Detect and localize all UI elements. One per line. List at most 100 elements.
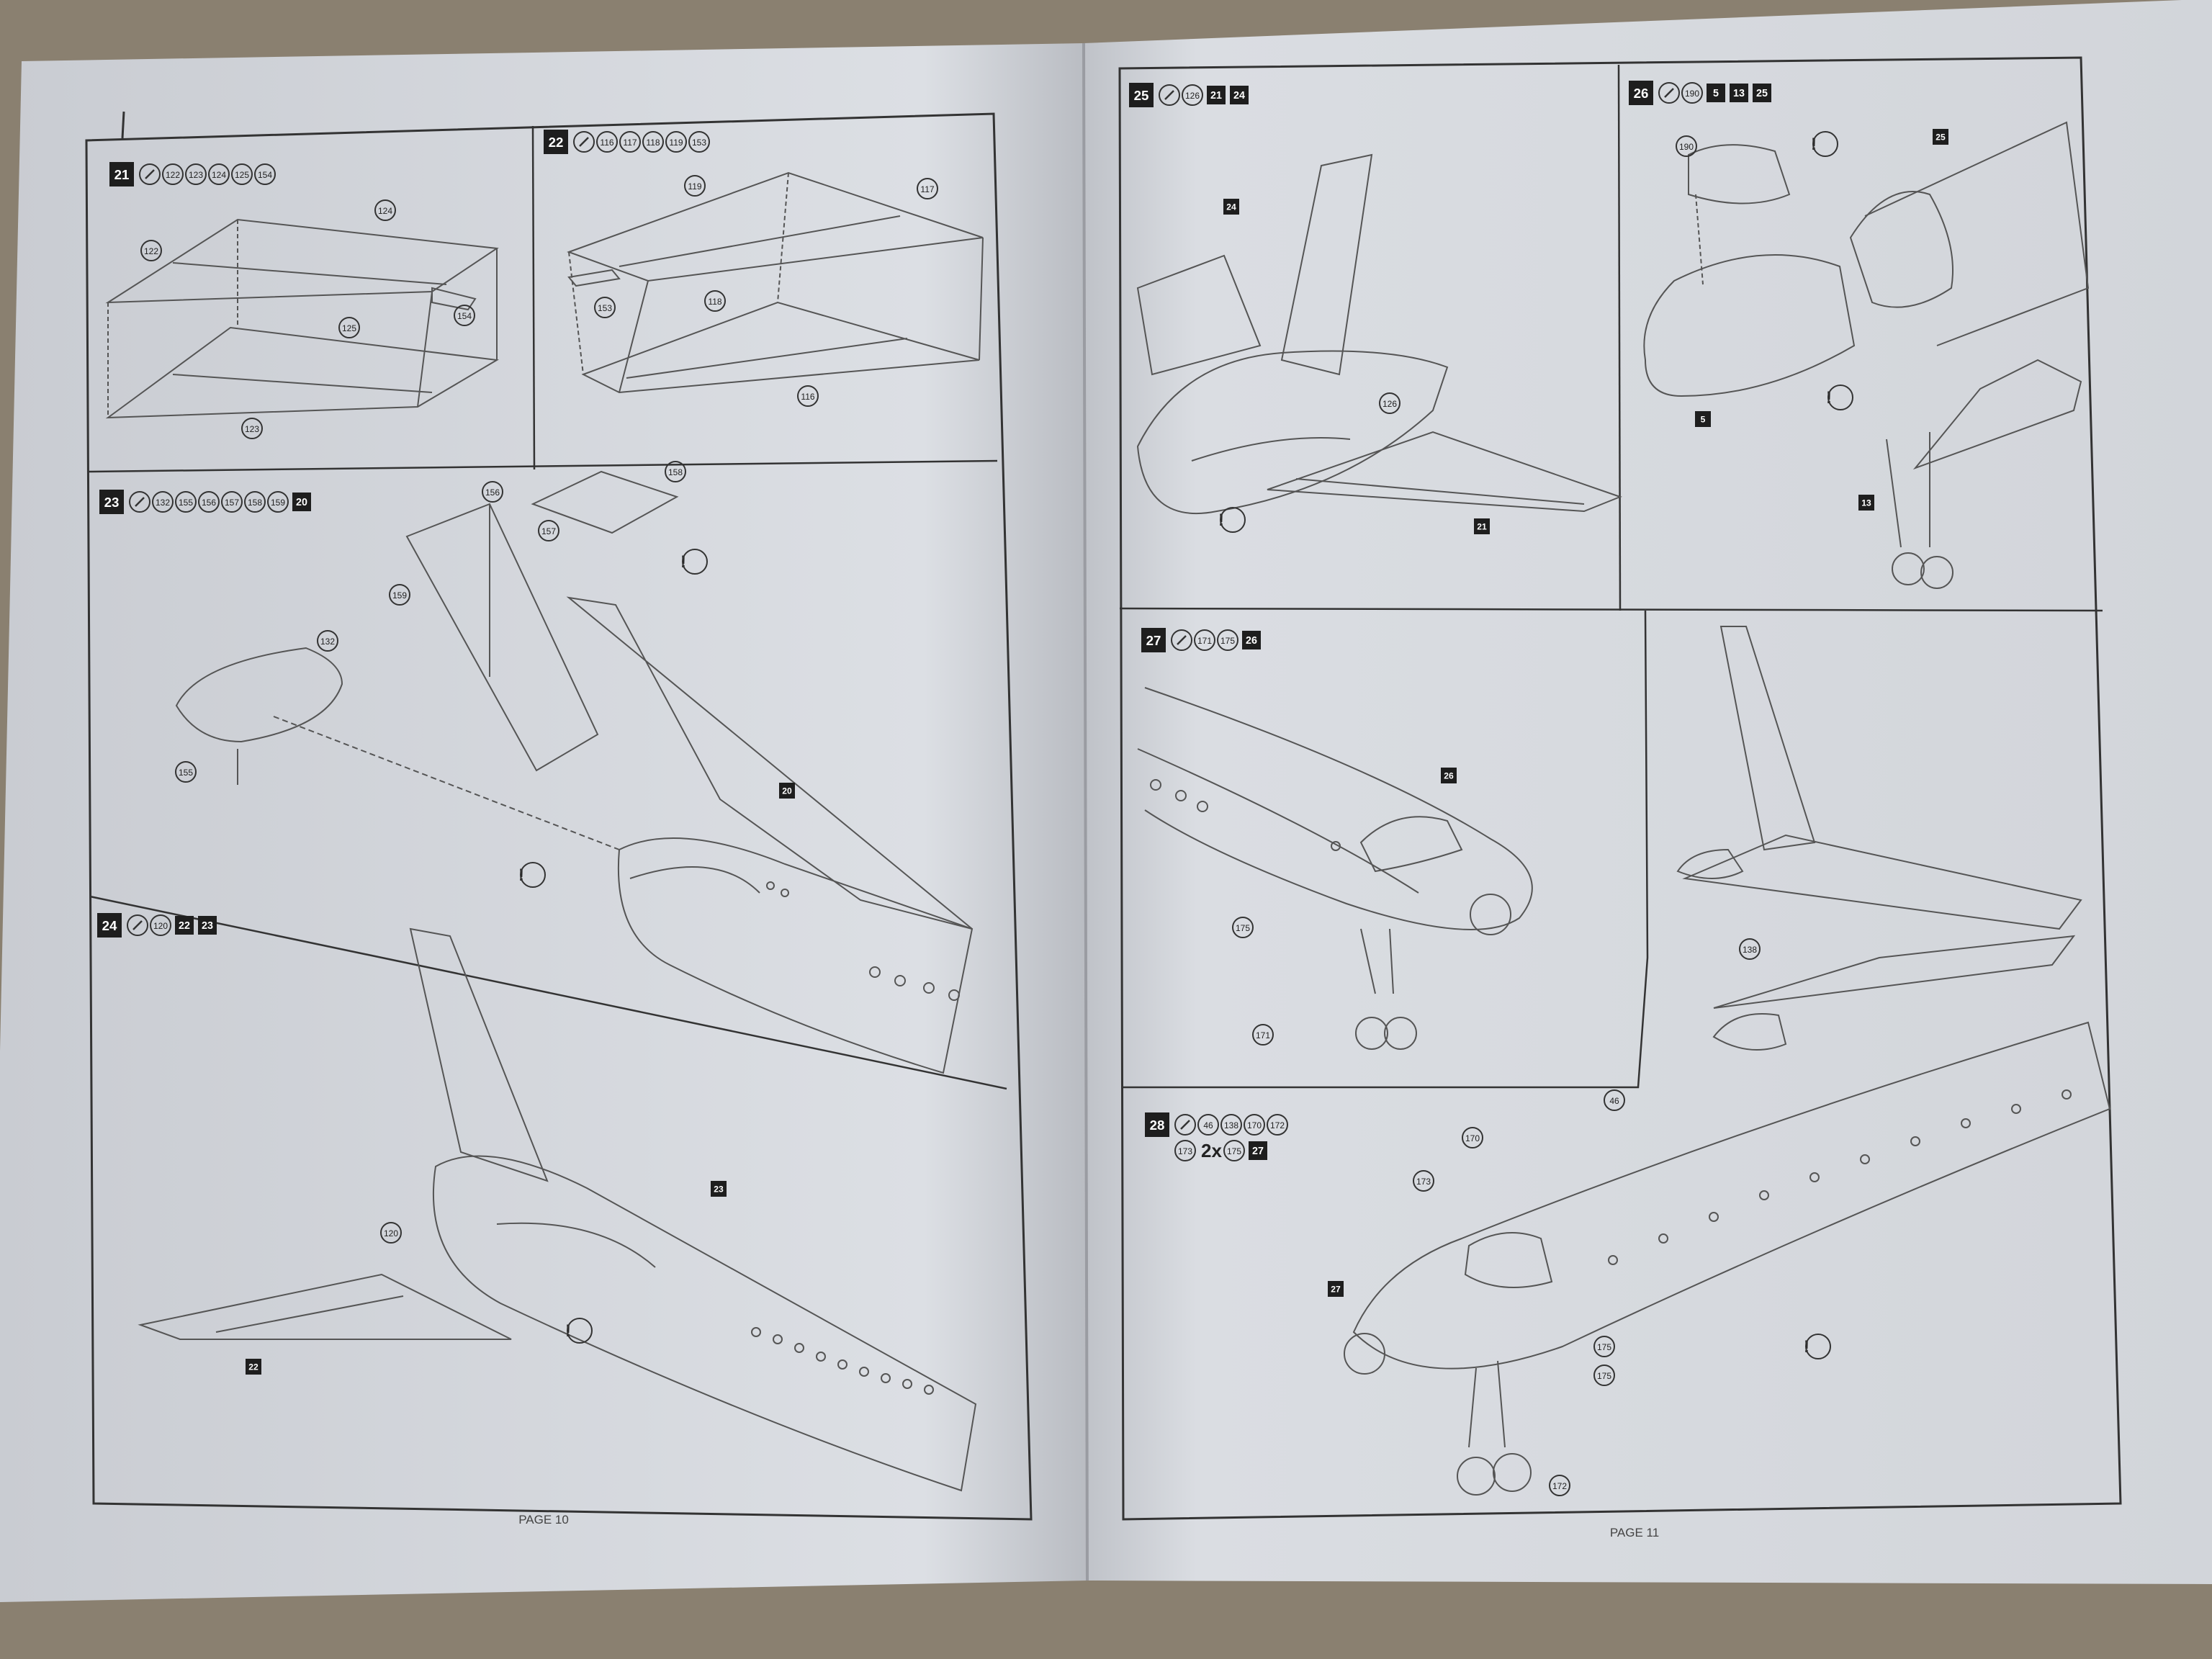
callout-box-26: 26	[1444, 770, 1454, 781]
step-24-part-120: 120	[153, 921, 168, 931]
cement-icon-stroke	[132, 920, 143, 930]
callout-171: 171	[1256, 1030, 1270, 1040]
step-28-part-172: 172	[1270, 1120, 1285, 1130]
step-23-part-156-ring	[198, 491, 220, 513]
callout-box-21: 21	[1477, 521, 1487, 531]
step-27-part-171: 171	[1197, 636, 1212, 646]
step-26-ref-5-box	[1707, 84, 1725, 102]
callout-126-ring	[1379, 392, 1401, 414]
callout-box-20-box	[779, 783, 795, 799]
callout-158: 158	[668, 467, 683, 477]
step-28-part-138: 138	[1224, 1120, 1238, 1130]
callout-156: 156	[485, 487, 500, 498]
callout-box-25: 25	[1936, 132, 1946, 142]
step-22-part-118-ring	[642, 131, 664, 153]
step-26-ref-25-box	[1753, 84, 1771, 102]
callout-126: 126	[1382, 399, 1397, 409]
callout-120-ring	[380, 1222, 402, 1244]
step-27-part-175: 175	[1220, 636, 1235, 646]
step-26-ref-13-box	[1730, 84, 1748, 102]
step-23-part-157-ring	[221, 491, 243, 513]
step-22-number-box	[544, 130, 568, 154]
step-27-number-box	[1141, 628, 1166, 652]
step-24-number: 24	[102, 918, 117, 933]
step-23-part-155: 155	[179, 498, 193, 508]
cement-icon	[1174, 1114, 1196, 1136]
step-25-drawing	[1136, 153, 1622, 515]
callout-117-ring	[917, 178, 938, 199]
step-21-part-125: 125	[235, 170, 249, 180]
step-26-number: 26	[1634, 86, 1649, 101]
step-24-ref-22: 22	[179, 920, 190, 932]
step-28-part-175-ring	[1223, 1140, 1245, 1161]
step-26-number-box	[1629, 81, 1653, 105]
callout-159-ring	[389, 584, 410, 606]
step-23-number-box	[99, 490, 124, 514]
step-21-number: 21	[114, 167, 130, 182]
step-24-part-120-ring	[150, 914, 171, 936]
step-27-drawing	[1137, 687, 1533, 1050]
cement-icon	[1159, 84, 1180, 106]
callout-box-22: 22	[248, 1362, 258, 1372]
left-page	[0, 43, 1087, 1602]
right-frame	[1118, 56, 2122, 1521]
callout-123: 123	[245, 424, 259, 434]
callout-132: 132	[320, 637, 335, 647]
callout-116: 116	[801, 392, 814, 402]
step-28-part-170: 170	[1247, 1120, 1262, 1130]
callout-119: 119	[688, 181, 701, 192]
callout-153: 153	[598, 303, 612, 313]
step-21-part-124: 124	[212, 170, 226, 180]
callout-175-ring	[1593, 1336, 1615, 1357]
step-28-part-46-ring	[1197, 1114, 1219, 1136]
callout-138: 138	[1743, 945, 1757, 955]
left-frame	[85, 111, 1033, 1521]
cement-icon	[139, 163, 161, 185]
callout-171-ring	[1252, 1024, 1274, 1046]
glue-icon	[1827, 385, 1853, 410]
callout-box-13: 13	[1861, 498, 1871, 508]
callout-175-ring	[1593, 1364, 1615, 1386]
step-28-ref-27-box	[1249, 1141, 1267, 1160]
cement-icon	[129, 491, 150, 513]
callout-172-ring	[1549, 1475, 1570, 1496]
callout-124: 124	[378, 206, 392, 216]
glue-icon	[520, 862, 546, 888]
step-23-part-159-ring	[267, 491, 289, 513]
callout-153-ring	[594, 297, 616, 318]
step-25-ref-24: 24	[1233, 90, 1245, 102]
callout-157-ring	[538, 520, 559, 541]
left-grid	[88, 125, 1007, 1090]
glue-icon	[1220, 507, 1246, 533]
step-27-number: 27	[1146, 633, 1161, 648]
callout-box-22-box	[246, 1359, 261, 1375]
step-24-ref-22-box	[175, 916, 194, 935]
step-28-part-175: 175	[1227, 1146, 1241, 1156]
step-28-ref-27: 27	[1252, 1146, 1264, 1157]
step-21-part-123: 123	[189, 170, 203, 180]
cement-icon-stroke	[135, 497, 145, 507]
step-27-ref-26: 26	[1246, 635, 1257, 647]
callout-box-24: 24	[1226, 202, 1236, 212]
callout-170: 170	[1465, 1133, 1480, 1143]
step-23-part-158: 158	[248, 498, 262, 508]
callout-122-ring	[140, 240, 162, 261]
step-25-ref-21-box	[1207, 86, 1226, 104]
cement-icon-stroke	[579, 137, 589, 147]
step-22-part-119-ring	[665, 131, 687, 153]
callout-173-ring	[1413, 1170, 1434, 1192]
cement-icon-stroke	[1164, 90, 1174, 100]
spine	[1082, 42, 1089, 1581]
step-23-part-155-ring	[175, 491, 197, 513]
step-28-number: 28	[1150, 1118, 1165, 1133]
step-21-part-123-ring	[185, 163, 207, 185]
step-23-part-157: 157	[225, 498, 239, 508]
callout-175: 175	[1597, 1371, 1611, 1381]
callout-120: 120	[384, 1228, 398, 1238]
callout-46-ring	[1604, 1089, 1625, 1111]
callout-175: 175	[1597, 1342, 1611, 1352]
step-25-part-126-ring	[1182, 84, 1203, 106]
callout-173: 173	[1416, 1177, 1431, 1187]
step-27-part-171-ring	[1194, 629, 1215, 651]
